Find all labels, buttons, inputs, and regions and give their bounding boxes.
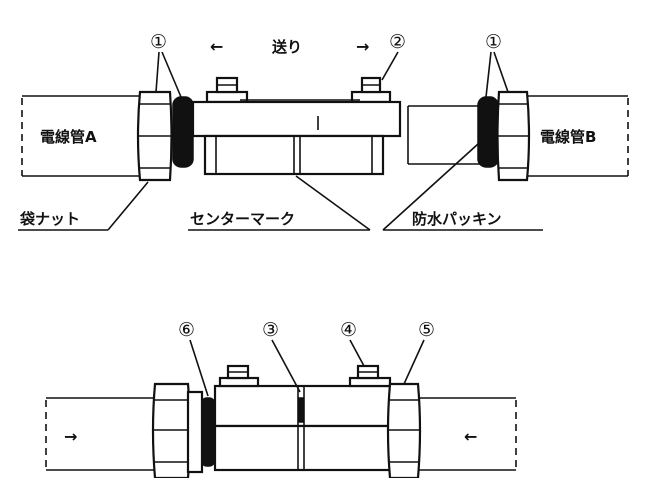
left-gasket [172,96,194,168]
bottom-left-bag-nut [151,382,192,478]
left-bag-nut [136,90,173,182]
feed-label: 送り [271,38,302,56]
center-mark-label: センターマーク [190,210,295,228]
part-4-label: ④ [340,319,357,341]
part-3-label: ③ [262,319,279,341]
callout-center-mark [188,175,371,231]
bottom-right-pipe [418,397,517,471]
feed-arrow-left: ← [210,37,223,56]
part-1-right-label: ① [485,31,502,53]
waterproof-packing-label: 防水パッキン [412,210,502,228]
conduit-a [21,95,140,177]
callout-bag-nut [18,181,149,231]
part-2-label: ② [389,31,406,53]
bottom-arrow-in-right: ← [464,427,477,446]
conduit-b-label: 電線管B [540,128,596,146]
right-gasket [477,96,499,168]
top-leader-lines [155,51,509,98]
bottom-diagram: → [45,319,517,478]
conduit-a-label: 電線管A [40,128,97,146]
bag-nut-label: 袋ナット [19,210,80,228]
part-6-label: ⑥ [178,319,195,341]
bottom-arrow-in-left: → [64,427,77,446]
right-bag-nut [496,90,531,182]
part-1-left-label: ① [150,31,167,53]
bottom-left-pipe [45,397,155,471]
top-diagram: 電線管A [18,31,629,231]
bottom-gasket [200,397,216,467]
bottom-right-bag-nut [386,382,422,478]
part-5-label: ⑤ [418,319,435,341]
bottom-leader-lines [189,339,425,397]
bottom-sleeve [213,364,392,472]
feed-arrow-right: → [356,37,369,56]
callout-waterproof-packing [382,143,543,231]
conduit-b [407,95,629,177]
sleeve-body [191,76,402,176]
